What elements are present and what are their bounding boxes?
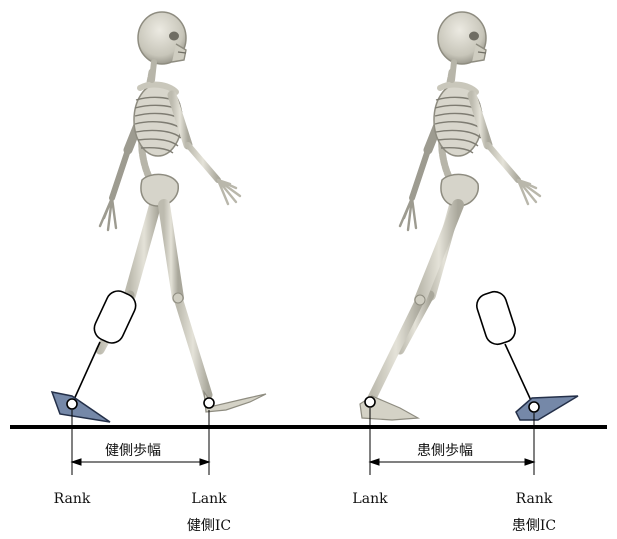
right-step-length-label: 患側歩幅 — [412, 440, 478, 460]
right-rank-label: Rank — [514, 491, 554, 507]
left-lank-marker — [204, 398, 214, 408]
left-step-length-label: 健側歩幅 — [100, 440, 166, 460]
right-skeleton — [360, 12, 540, 420]
right-lank-marker — [365, 397, 375, 407]
left-lank-label: Lank — [189, 491, 229, 507]
right-orthosis-shoe — [516, 396, 578, 420]
left-rank-label: Rank — [52, 491, 92, 507]
left-skeleton — [100, 12, 266, 412]
right-lank-label: Lank — [350, 491, 390, 507]
left-orthosis-shoe — [52, 392, 110, 422]
right-rank-marker — [529, 402, 539, 412]
left-ic-label: 健側IC — [179, 515, 239, 535]
right-ic-label: 患側IC — [504, 515, 564, 535]
right-ankle-foot-orthosis — [474, 289, 578, 420]
left-rank-marker — [67, 399, 77, 409]
left-ankle-foot-orthosis — [52, 287, 140, 422]
